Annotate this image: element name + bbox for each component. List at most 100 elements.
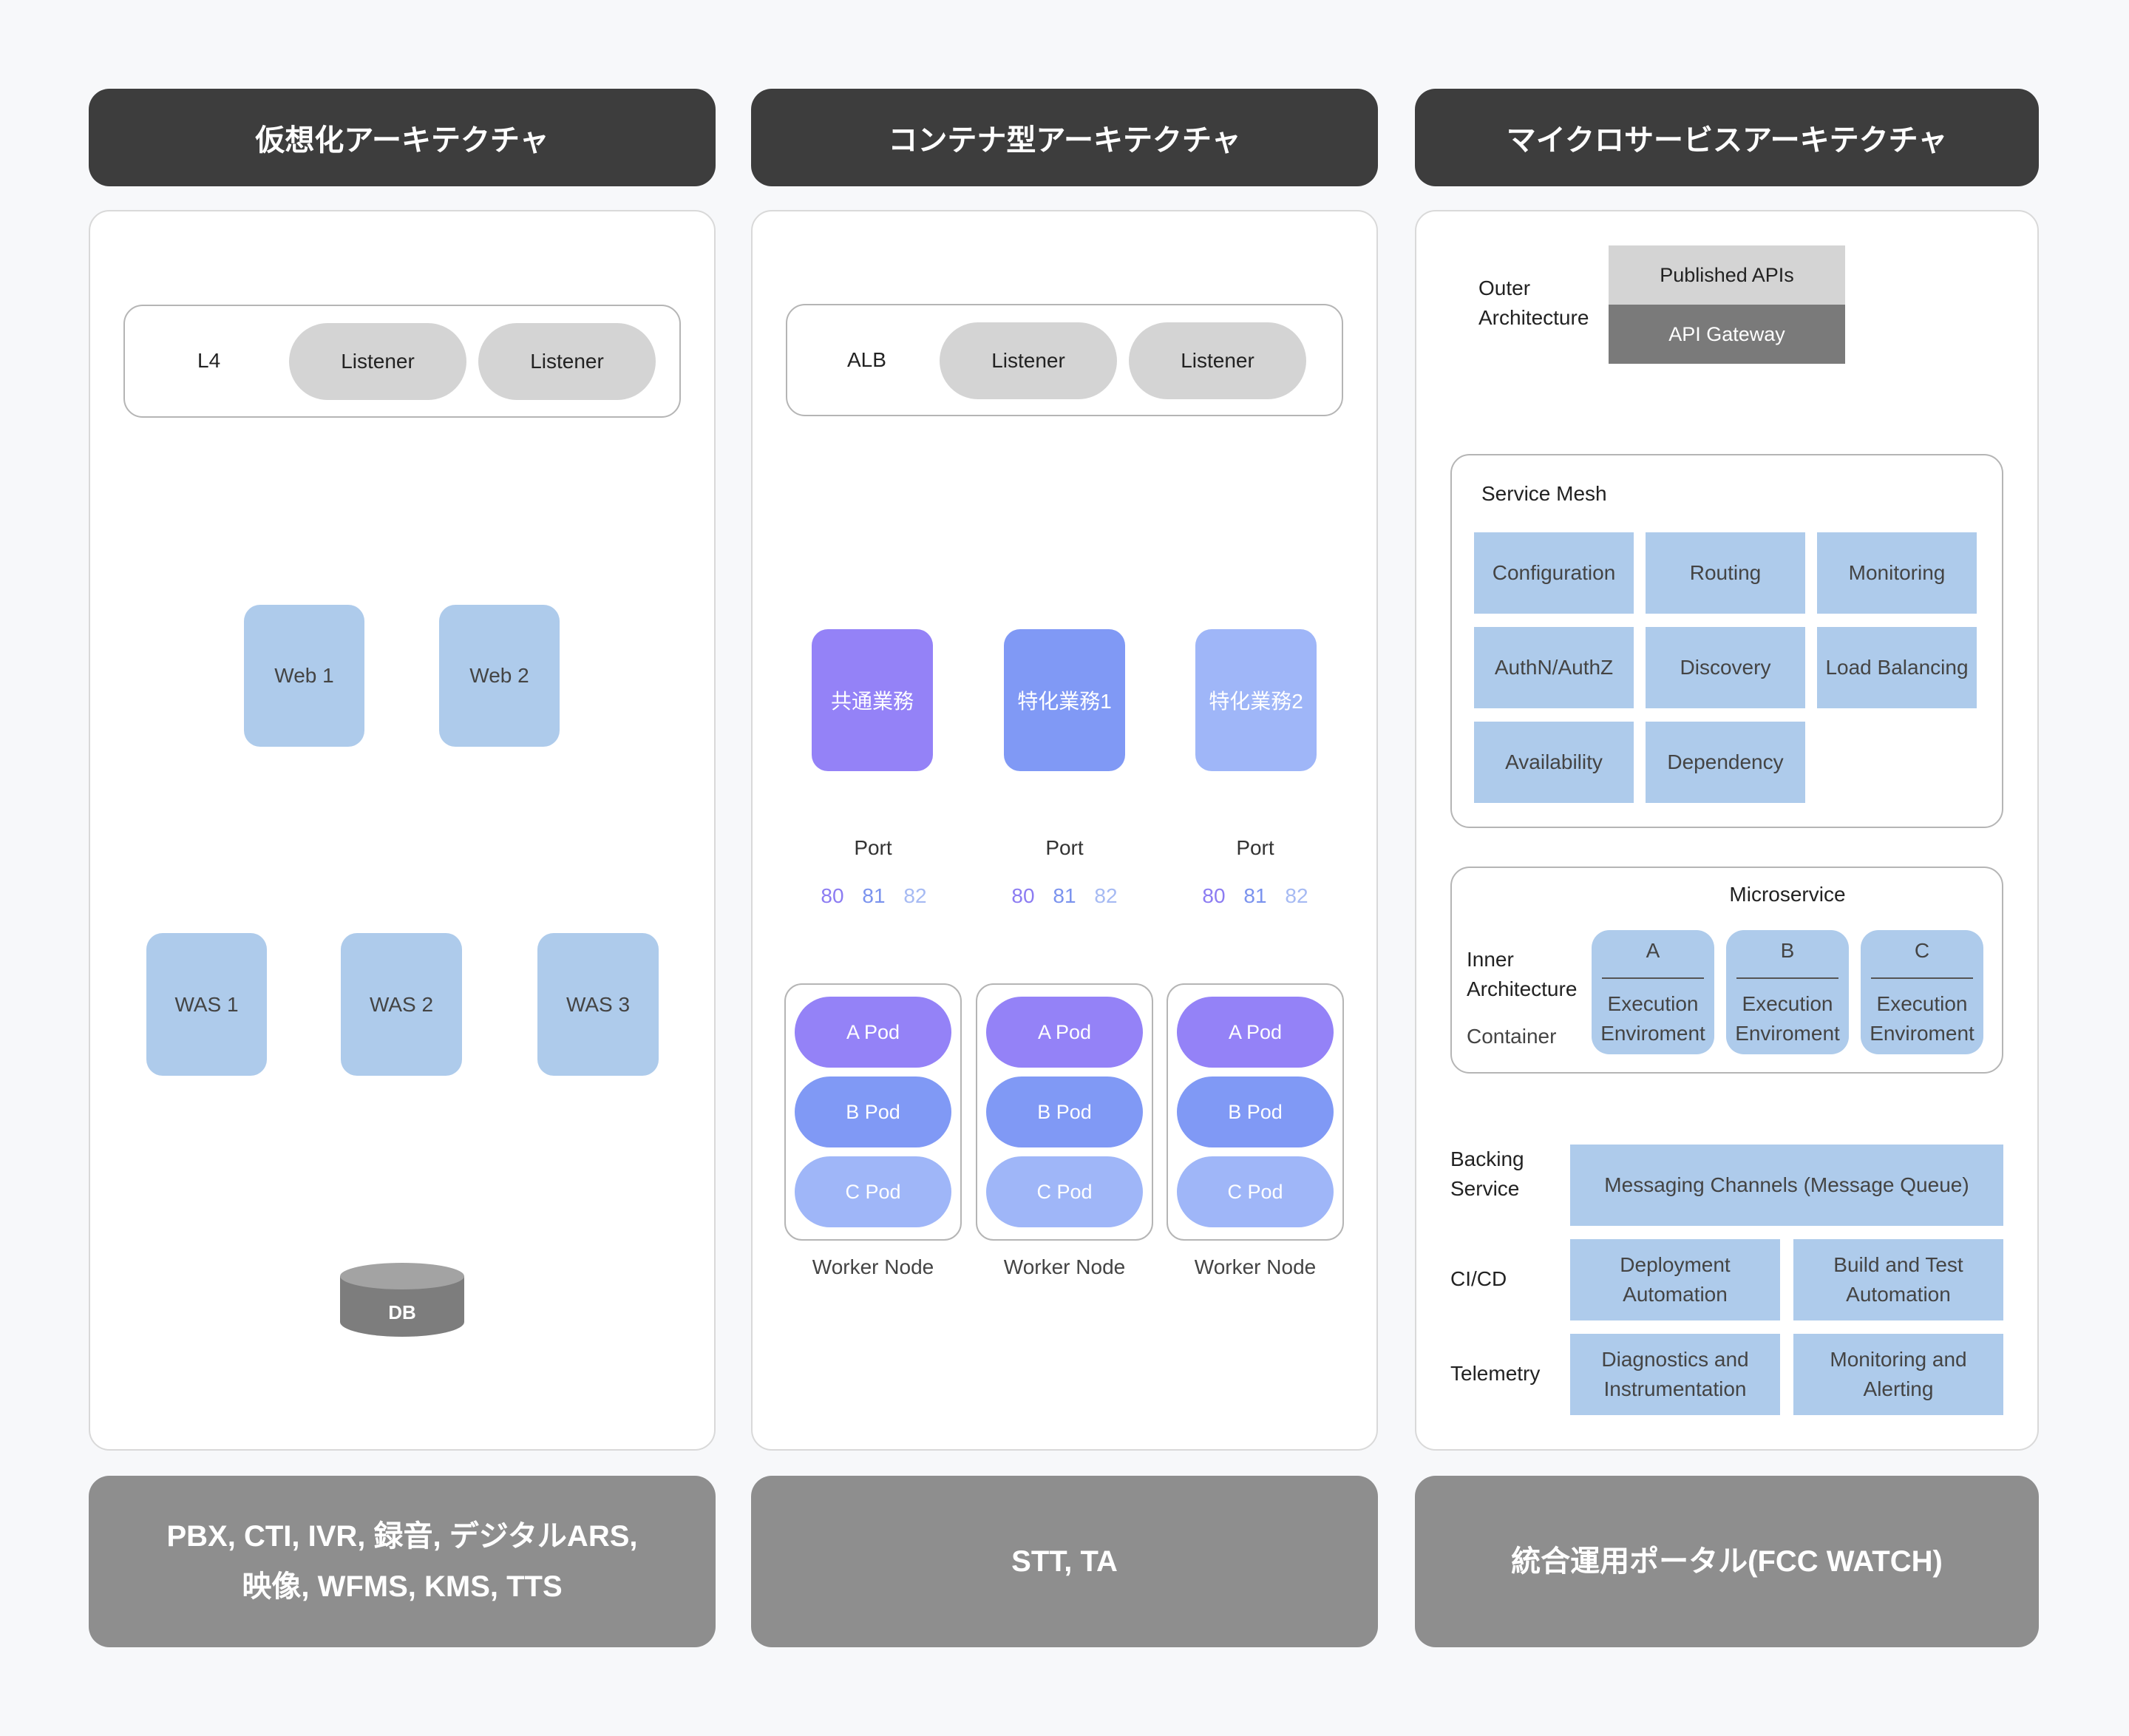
- service-text-line: Enviroment: [1600, 1022, 1705, 1045]
- mesh-load-balancing: Load Balancing: [1817, 627, 1977, 708]
- pod-b: B Pod: [986, 1076, 1143, 1147]
- footer-line: 映像, WFMS, KMS, TTS: [242, 1570, 563, 1603]
- db-label: DB: [388, 1301, 416, 1323]
- port-number: 82: [903, 884, 927, 907]
- service-text-line: Execution: [1607, 992, 1699, 1015]
- cicd-label: CI/CD: [1450, 1267, 1507, 1290]
- footer-microservice: 統合運用ポータル(FCC WATCH): [1415, 1476, 2039, 1647]
- telemetry-label: Telemetry: [1450, 1362, 1541, 1385]
- web-server-1: Web 1: [244, 605, 364, 747]
- mesh-dependency: Dependency: [1646, 722, 1805, 803]
- service-letter: B: [1780, 939, 1795, 962]
- outer-architecture-label: Outer Architecture: [1478, 274, 1589, 333]
- mesh-monitoring: Monitoring: [1817, 532, 1977, 614]
- published-apis: Published APIs: [1609, 245, 1845, 305]
- cicd-text-line: Deployment: [1620, 1253, 1731, 1276]
- header-microservice: マイクロサービスアーキテクチャ: [1415, 89, 2039, 186]
- pod-a: A Pod: [1177, 997, 1334, 1068]
- port-label: Port: [1236, 836, 1274, 859]
- divider: [1871, 977, 1973, 979]
- pod-a: A Pod: [986, 997, 1143, 1068]
- telemetry-text-line: Alerting: [1863, 1377, 1934, 1400]
- divider: [1736, 977, 1838, 979]
- inner-label-line: Inner: [1467, 948, 1514, 971]
- service-letter: C: [1914, 939, 1930, 962]
- port-number: 80: [1202, 884, 1226, 907]
- container-label: Container: [1467, 1025, 1557, 1048]
- outer-label-line: Outer: [1478, 277, 1531, 299]
- task-special-2: 特化業務2: [1195, 629, 1317, 771]
- pod-c: C Pod: [986, 1156, 1143, 1227]
- pod-a: A Pod: [795, 997, 951, 1068]
- service-text-line: Execution: [1876, 992, 1968, 1015]
- mesh-availability: Availability: [1474, 722, 1634, 803]
- pod-b: B Pod: [1177, 1076, 1334, 1147]
- listener: Listener: [1129, 322, 1306, 399]
- cicd-text-line: Build and Test: [1833, 1253, 1963, 1276]
- panel-container: [751, 210, 1378, 1451]
- inner-architecture-label: Inner Architecture: [1467, 945, 1577, 1004]
- outer-label-line: Architecture: [1478, 306, 1589, 329]
- listener: Listener: [478, 323, 656, 400]
- port-number: 81: [1243, 884, 1267, 907]
- service-text-line: Enviroment: [1735, 1022, 1840, 1045]
- task-common: 共通業務: [812, 629, 933, 771]
- divider: [1602, 977, 1704, 979]
- pod-c: C Pod: [795, 1156, 951, 1227]
- port-number: 82: [1285, 884, 1308, 907]
- pod-b: B Pod: [795, 1076, 951, 1147]
- cicd-text-line: Automation: [1846, 1283, 1951, 1306]
- cicd-text-line: Automation: [1623, 1283, 1728, 1306]
- footer-virtualization: PBX, CTI, IVR, 録音, デジタルARS, 映像, WFMS, KM…: [89, 1476, 716, 1647]
- backing-service-label: Backing Service: [1450, 1145, 1524, 1204]
- inner-label-line: Architecture: [1467, 977, 1578, 1000]
- footer-container: STT, TA: [751, 1476, 1378, 1647]
- mesh-authn-authz: AuthN/AuthZ: [1474, 627, 1634, 708]
- worker-node-label: Worker Node: [812, 1255, 934, 1278]
- port-label: Port: [854, 836, 892, 859]
- backing-label-line: Service: [1450, 1177, 1520, 1200]
- backing-label-line: Backing: [1450, 1147, 1524, 1170]
- port-number: 81: [1053, 884, 1076, 907]
- web-server-2: Web 2: [439, 605, 560, 747]
- telemetry-text-line: Instrumentation: [1603, 1377, 1747, 1400]
- service-letter: A: [1646, 939, 1660, 962]
- mesh-routing: Routing: [1646, 532, 1805, 614]
- port-number: 81: [862, 884, 886, 907]
- header-container: コンテナ型アーキテクチャ: [751, 89, 1378, 186]
- telemetry-text-line: Diagnostics and: [1601, 1348, 1749, 1371]
- service-text-line: Enviroment: [1870, 1022, 1974, 1045]
- worker-node-label: Worker Node: [1194, 1255, 1317, 1278]
- service-text-line: Execution: [1742, 992, 1833, 1015]
- database-icon: [340, 1263, 464, 1337]
- mesh-discovery: Discovery: [1646, 627, 1805, 708]
- footer-line: PBX, CTI, IVR, 録音, デジタルARS,: [166, 1520, 638, 1553]
- messaging-channels: Messaging Channels (Message Queue): [1570, 1145, 2003, 1226]
- task-special-1: 特化業務1: [1004, 629, 1125, 771]
- port-number: 82: [1094, 884, 1118, 907]
- was-server-2: WAS 2: [341, 933, 462, 1076]
- listener: Listener: [940, 322, 1117, 399]
- was-server-3: WAS 3: [537, 933, 659, 1076]
- mesh-configuration: Configuration: [1474, 532, 1634, 614]
- telemetry-text-line: Monitoring and: [1830, 1348, 1967, 1371]
- alb-label: ALB: [847, 348, 886, 371]
- port-number: 80: [1011, 884, 1035, 907]
- l4-label: L4: [197, 349, 221, 372]
- header-virtualization: 仮想化アーキテクチャ: [89, 89, 716, 186]
- listener: Listener: [289, 323, 466, 400]
- port-number: 80: [821, 884, 844, 907]
- pod-c: C Pod: [1177, 1156, 1334, 1227]
- microservice-label: Microservice: [1729, 883, 1846, 906]
- service-mesh-title: Service Mesh: [1481, 482, 1607, 505]
